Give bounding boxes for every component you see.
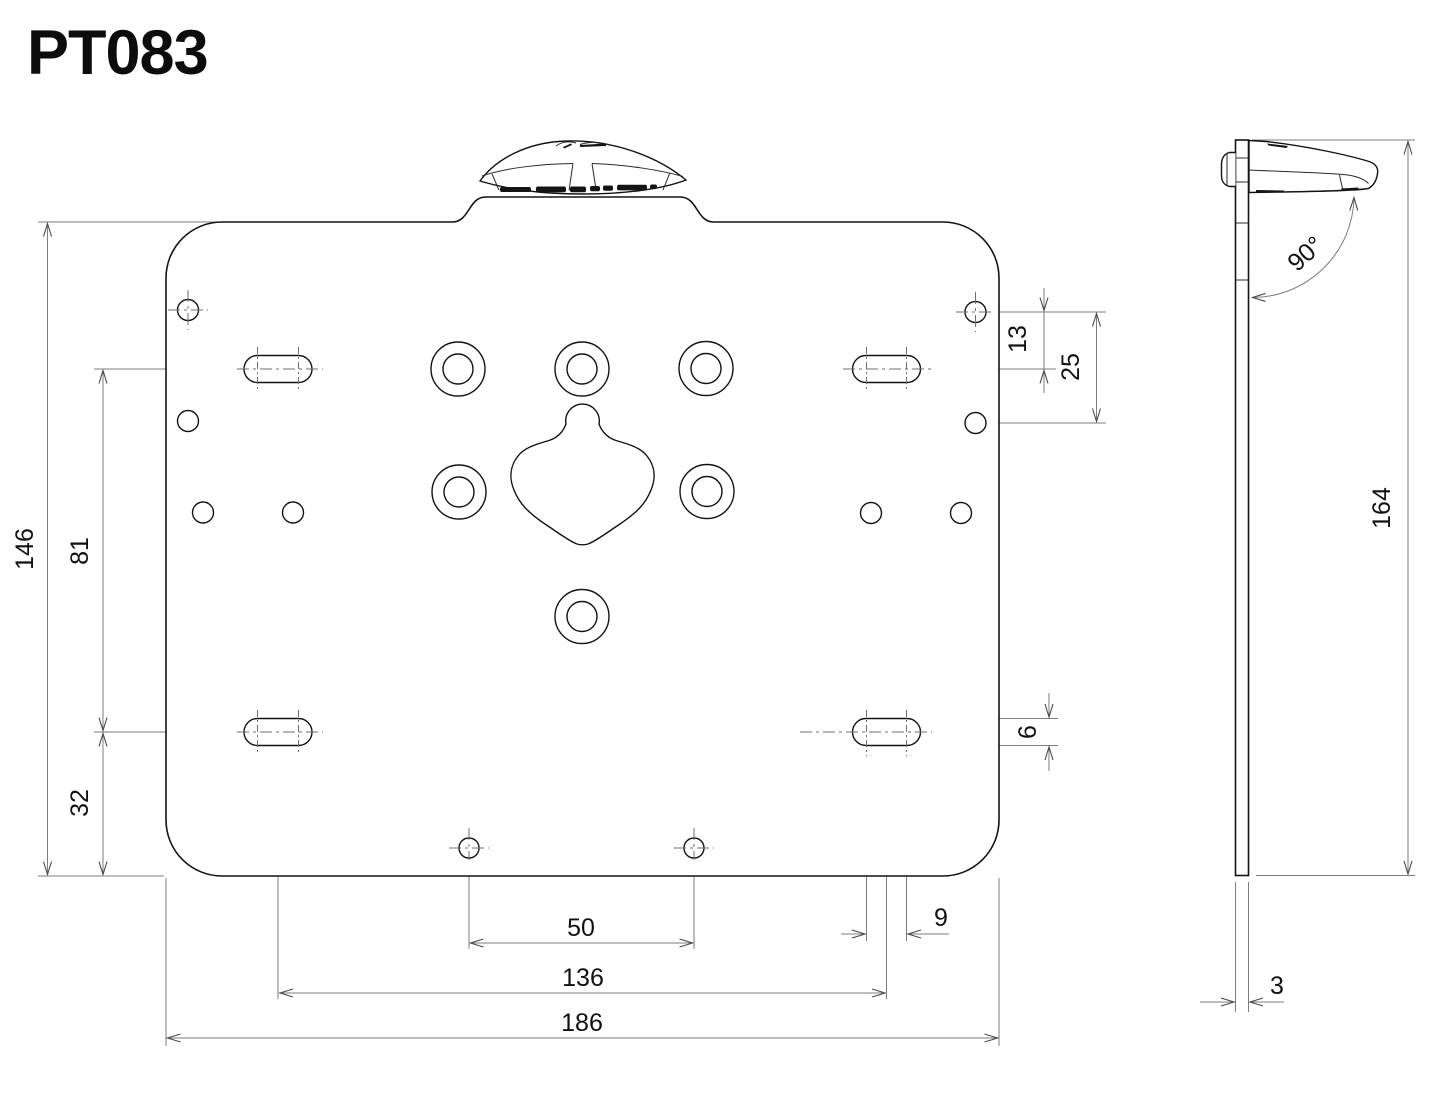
ring-hole — [431, 464, 487, 520]
small-hole — [176, 409, 200, 433]
ring-hole — [554, 341, 610, 397]
brand-logo-mark — [555, 141, 609, 149]
keyhole-cutout — [510, 403, 655, 546]
small-hole — [191, 501, 215, 524]
ring-hole — [678, 340, 734, 397]
light-housing-front — [478, 140, 688, 195]
small-hole — [859, 501, 883, 525]
light-housing-side — [1248, 139, 1379, 194]
front-dimension-lines — [42, 221, 1102, 1043]
dim-bottom-hole-spacing-label: 50 — [567, 914, 595, 942]
rear-clip — [1220, 151, 1236, 188]
small-hole — [964, 411, 987, 435]
centerlines — [168, 290, 995, 860]
side-view: 90° 164 3 — [1200, 139, 1415, 1012]
mounting-slot — [851, 354, 922, 384]
ring-holes — [430, 340, 735, 645]
page-title: PT083 — [27, 18, 209, 88]
dim-side-height-label: 164 — [1368, 487, 1396, 529]
dim-slot-width-label: 6 — [1014, 725, 1042, 739]
dim-corner-hole-spacing-label: 25 — [1057, 353, 1085, 381]
dim-slot-h-spacing-label: 136 — [562, 964, 604, 992]
dim-thickness-label: 3 — [1270, 972, 1284, 1000]
front-view: 146 81 32 13 25 6 9 50 136 186 — [11, 140, 1106, 1046]
small-hole — [949, 501, 973, 525]
side-extension-lines — [1235, 139, 1415, 1012]
plate-side-ticks — [1235, 157, 1249, 281]
dim-corner-hole-offset-label: 13 — [1004, 325, 1032, 353]
plate-side-profile — [1234, 139, 1250, 877]
angle-arc — [1250, 195, 1359, 302]
ring-hole — [554, 588, 610, 645]
dim-slot-to-bottom-label: 32 — [66, 789, 94, 817]
dim-overall-width-label: 186 — [561, 1009, 603, 1037]
ring-hole — [430, 341, 486, 397]
dim-slot-row-spacing-label: 81 — [66, 537, 94, 565]
ring-hole — [679, 463, 735, 520]
side-dimension-lines — [1200, 139, 1413, 1007]
dim-overall-height-label: 146 — [11, 528, 39, 570]
dim-slot-length-label: 9 — [934, 904, 948, 932]
small-hole — [281, 501, 305, 524]
led-window-band — [500, 184, 657, 193]
